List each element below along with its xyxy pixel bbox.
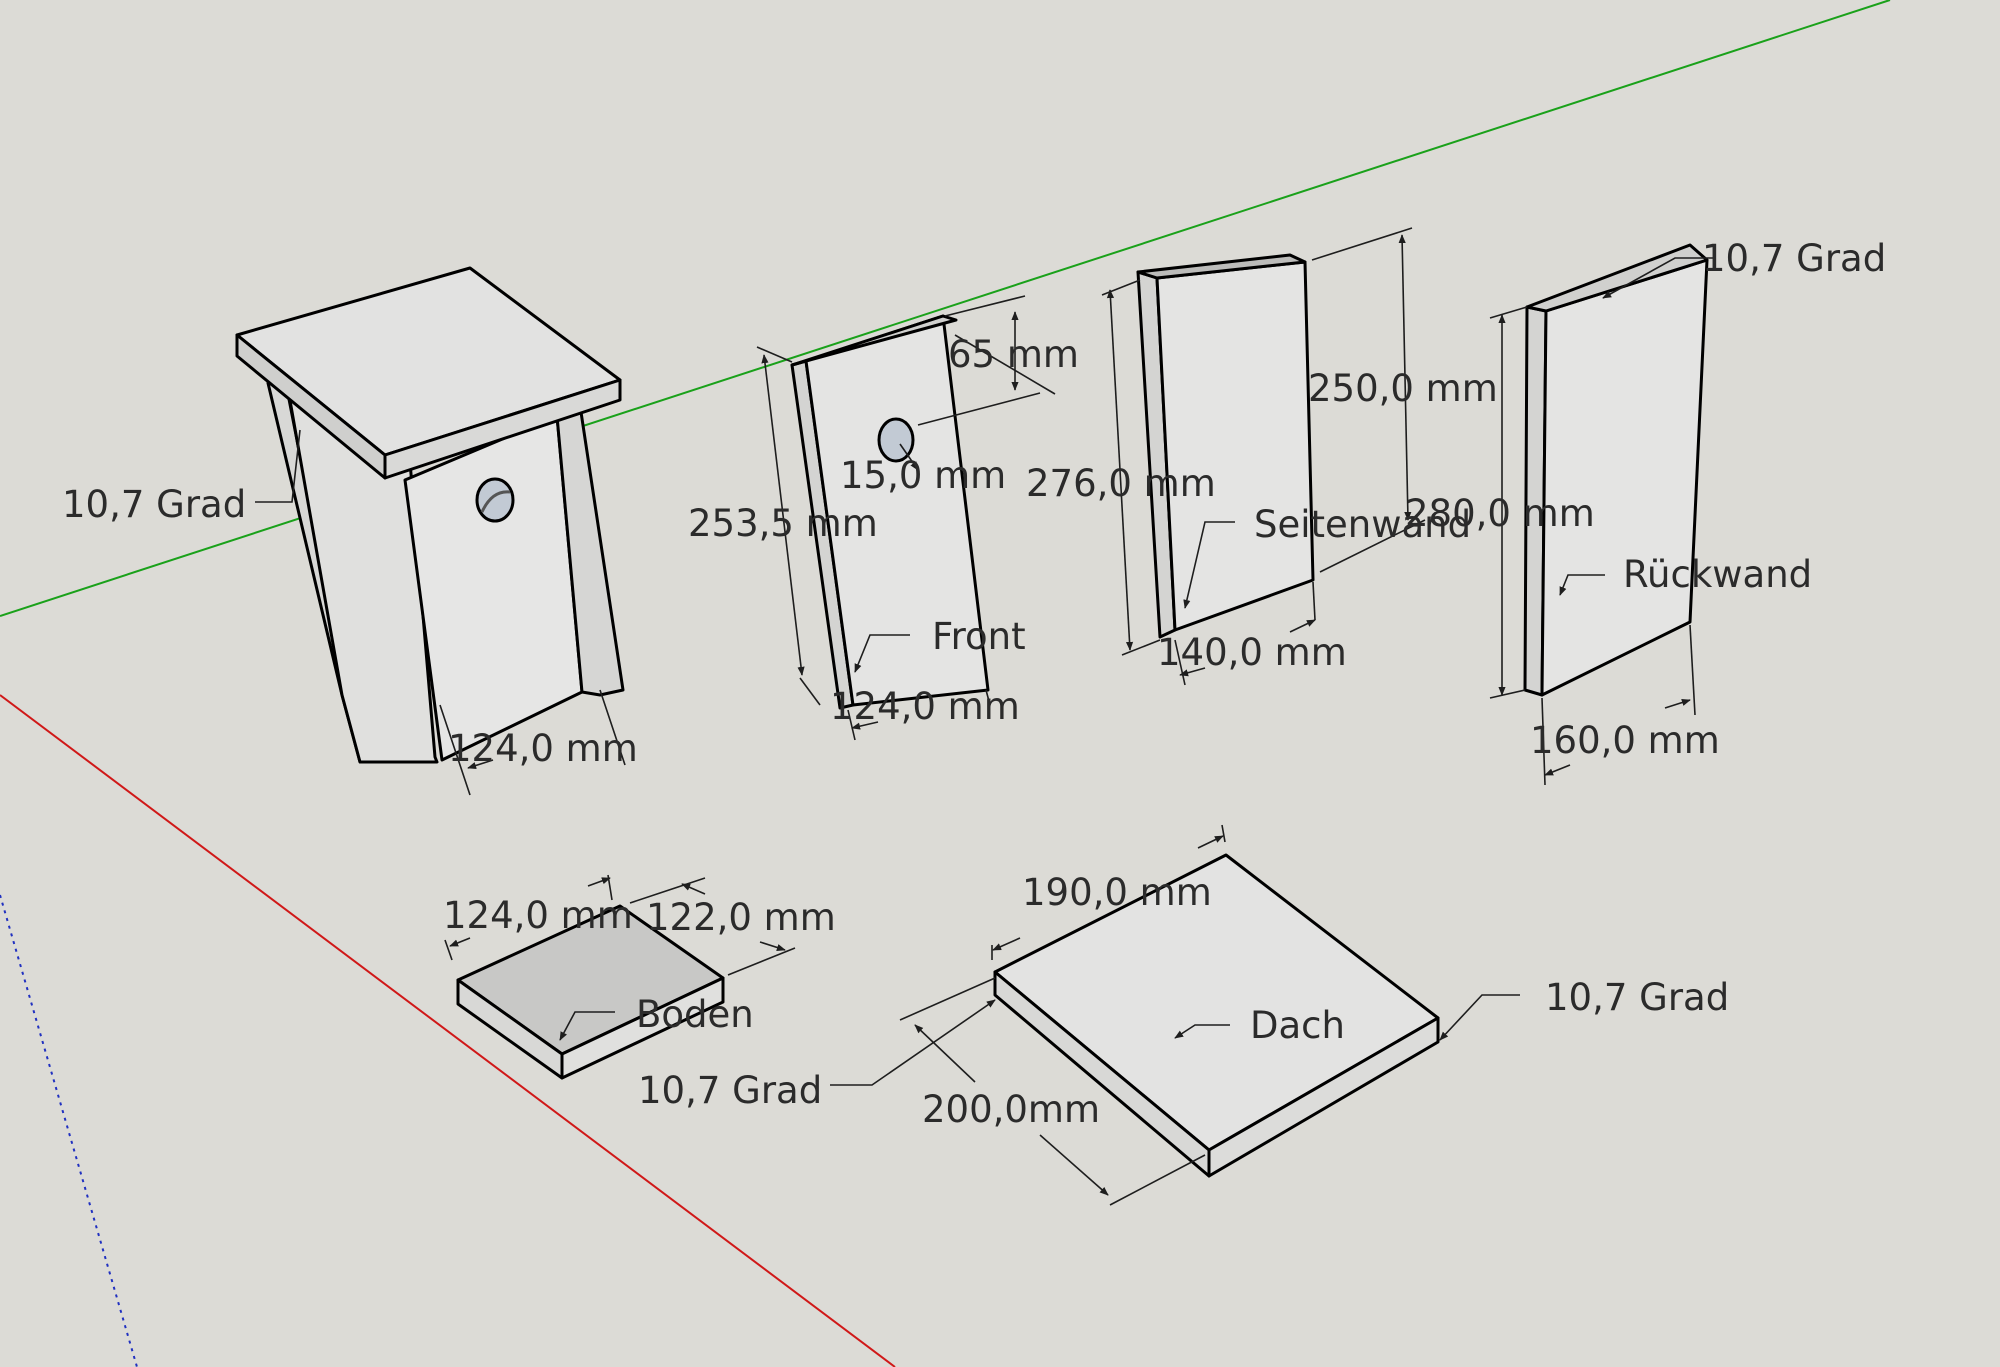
back-name-label: Rückwand [1623,553,1813,596]
roof-name-label: Dach [1250,1004,1345,1047]
blue-axis [0,894,138,1367]
front-hole-diameter-label: 15,0 mm [840,454,1007,497]
dimension-lines [255,227,1715,1206]
back-width-label: 160,0 mm [1530,719,1720,762]
bottom-width-label: 124,0 mm [443,894,633,937]
side-back-height-label: 276,0 mm [1026,462,1216,505]
bottom-panel[interactable] [456,904,725,1080]
roof-angle-left-label: 10,7 Grad [638,1069,823,1112]
side-name-label: Seitenwand [1254,503,1472,546]
front-panel[interactable] [790,314,990,710]
assembled-birdhouse[interactable] [235,266,625,764]
back-height-label: 280,0 mm [1405,492,1595,535]
house-angle-label: 10,7 Grad [62,483,247,526]
house-width-label: 124,0 mm [448,727,638,770]
side-wall[interactable] [1136,253,1315,639]
bottom-name-label: Boden [636,993,754,1036]
front-height-label: 253,5 mm [688,502,878,545]
red-axis [0,694,896,1367]
back-angle-label: 10,7 Grad [1702,237,1887,280]
bottom-depth-label: 122,0 mm [646,896,836,939]
front-name-label: Front [932,615,1026,658]
side-front-height-label: 250,0 mm [1308,367,1498,410]
entry-hole-assembled [475,477,515,523]
roof-angle-right-label: 10,7 Grad [1545,976,1730,1019]
back-wall[interactable] [1523,243,1709,697]
side-width-label: 140,0 mm [1157,631,1347,674]
roof-width-label: 190,0 mm [1022,871,1212,914]
roof-panel[interactable] [993,853,1440,1178]
front-width-label: 124,0 mm [830,685,1020,728]
front-hole-offset-label: 65 mm [948,333,1079,376]
roof-depth-label: 200,0mm [922,1088,1101,1131]
